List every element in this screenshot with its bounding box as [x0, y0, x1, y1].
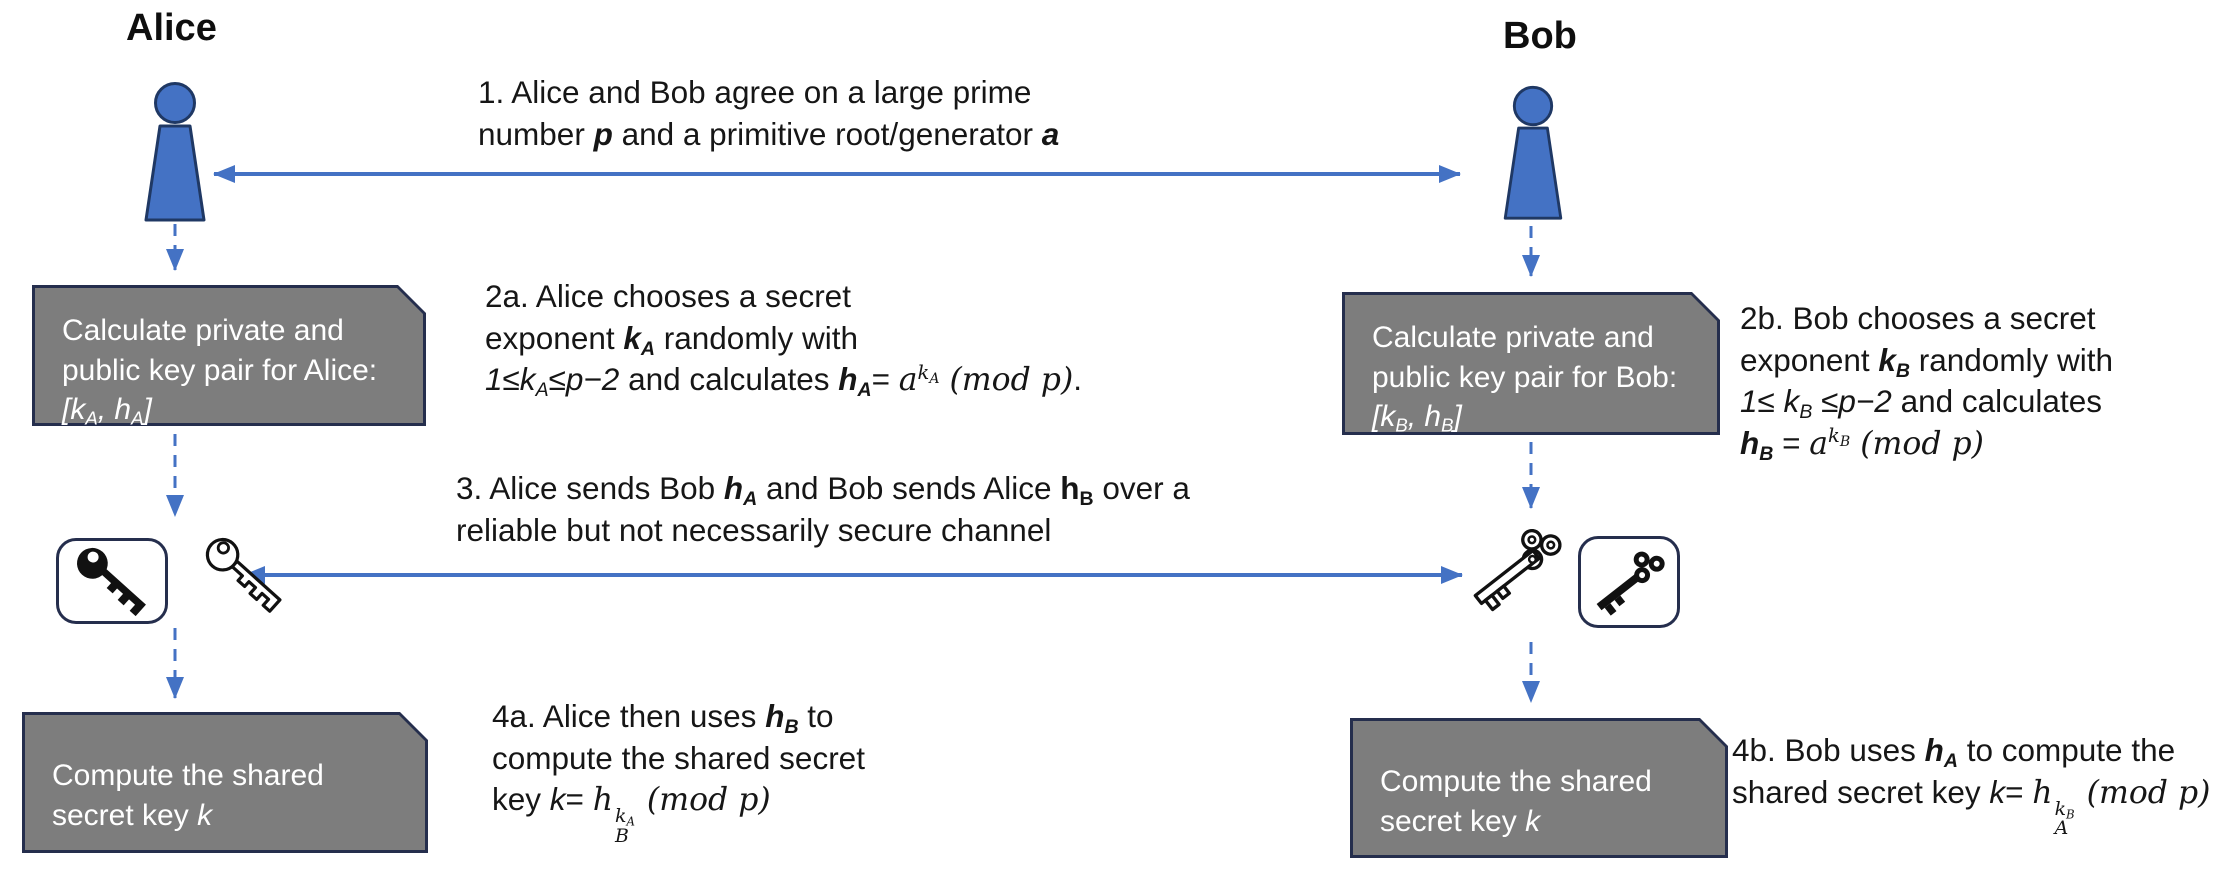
alice-title: Alice	[126, 7, 217, 49]
solid-key-icon	[76, 547, 146, 617]
solid-ornate-key-icon	[1596, 551, 1665, 616]
outline-key-icon	[205, 537, 282, 613]
outline-ornate-key-icon	[1473, 528, 1562, 612]
box-fill	[35, 288, 423, 423]
person-icon	[144, 82, 206, 222]
box-fill	[1353, 721, 1725, 855]
alice-private-key-badge	[56, 538, 168, 624]
box-fill	[1345, 295, 1717, 432]
person-icon	[1503, 85, 1563, 220]
step3-text: 3. Alice sends Bob hA and Bob sends Alic…	[456, 470, 1190, 548]
bob-title: Bob	[1503, 15, 1577, 57]
box-fill	[25, 715, 425, 850]
bob-private-key-badge	[1578, 536, 1680, 628]
